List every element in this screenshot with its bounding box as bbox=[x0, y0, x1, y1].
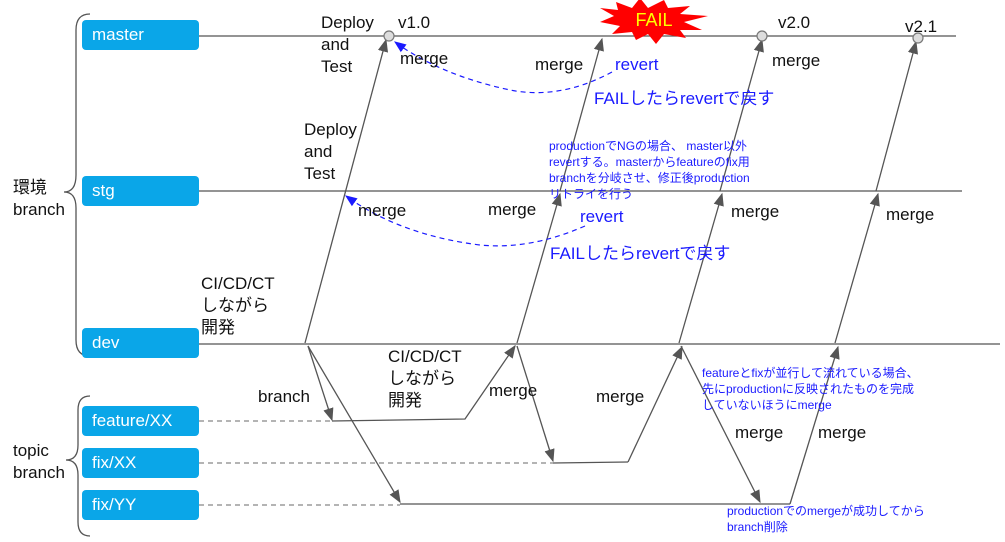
note-parallel: featureとfixが並行して流れている場合、 先にproductionに反映… bbox=[702, 366, 919, 412]
merge-label: merge bbox=[535, 55, 584, 74]
ci-feature-label: CI/CD/CT しながら 開発 bbox=[388, 347, 462, 410]
branch-dev[interactable]: dev bbox=[82, 328, 199, 358]
arrow-stg-master-2 bbox=[559, 37, 604, 192]
arrow-dev-stg-3 bbox=[678, 192, 724, 344]
merge-label: merge bbox=[489, 381, 538, 400]
tag-v1-0 bbox=[383, 30, 395, 42]
brace-topic bbox=[65, 395, 91, 537]
arrow-dev-stg-4 bbox=[834, 192, 880, 344]
arrow-branch-feature bbox=[307, 345, 334, 422]
tag-v2-1 bbox=[912, 32, 924, 44]
arrow-fixyy-dev bbox=[789, 345, 840, 505]
arrow-stg-master-4 bbox=[875, 40, 918, 192]
merge-label: merge bbox=[818, 423, 867, 442]
revert-label-stg: revert bbox=[580, 207, 624, 226]
merge-label: merge bbox=[886, 205, 935, 224]
arrow-dev-fixyy bbox=[680, 345, 761, 504]
merge-label: merge bbox=[731, 202, 780, 221]
note-production-ng: productionでNGの場合、 master以外 revertする。mast… bbox=[549, 139, 750, 201]
note-branch-delete: productionでのmergeが成功してから branch削除 bbox=[727, 504, 925, 534]
feature-line bbox=[331, 344, 516, 422]
merge-label: merge bbox=[488, 200, 537, 219]
merge-label: merge bbox=[358, 201, 407, 220]
merge-label: merge bbox=[735, 423, 784, 442]
fixxx-line bbox=[552, 461, 629, 464]
branch-stg[interactable]: stg bbox=[82, 176, 199, 206]
ci-dev-label: CI/CD/CT しながら 開発 bbox=[201, 274, 275, 337]
branch-label: branch bbox=[258, 387, 310, 406]
group-topic-label: topic branch bbox=[13, 441, 65, 482]
arrow-dev-stg-2 bbox=[516, 192, 562, 344]
arrow-dev-stg-1 bbox=[304, 38, 389, 344]
merge-label: merge bbox=[400, 49, 449, 68]
fail-text: FAIL bbox=[635, 10, 672, 30]
brace-env bbox=[63, 13, 91, 357]
arrow-dev-fixxx bbox=[516, 345, 555, 463]
branch-fix-yy[interactable]: fix/YY bbox=[82, 490, 199, 520]
branch-master[interactable]: master bbox=[82, 20, 199, 50]
arrow-fixxx-dev bbox=[627, 345, 683, 463]
arrow-stg-master-3 bbox=[719, 38, 764, 192]
version-v2-1: v2.1 bbox=[905, 17, 938, 36]
fail-star bbox=[600, 0, 708, 44]
revert-arrow-stg bbox=[345, 195, 586, 247]
version-v2-0: v2.0 bbox=[778, 13, 811, 32]
merge-label: merge bbox=[596, 387, 645, 406]
merge-label: merge bbox=[772, 51, 821, 70]
revert-label-master: revert bbox=[615, 55, 659, 74]
tag-v2-0 bbox=[756, 30, 768, 42]
version-v1-0: v1.0 bbox=[398, 13, 431, 32]
deploy-test-master: Deploy and Test bbox=[321, 13, 374, 76]
fail-revert-master: FAILしたらrevertで戻す bbox=[594, 89, 775, 108]
arrow-branch-fixyy bbox=[307, 345, 401, 504]
branch-feature-xx[interactable]: feature/XX bbox=[82, 406, 199, 436]
branch-fix-xx[interactable]: fix/XX bbox=[82, 448, 199, 478]
group-env-label: 環境 branch bbox=[13, 178, 65, 219]
fail-revert-stg: FAILしたらrevertで戻す bbox=[550, 244, 731, 263]
deploy-test-stg: Deploy and Test bbox=[304, 120, 357, 183]
